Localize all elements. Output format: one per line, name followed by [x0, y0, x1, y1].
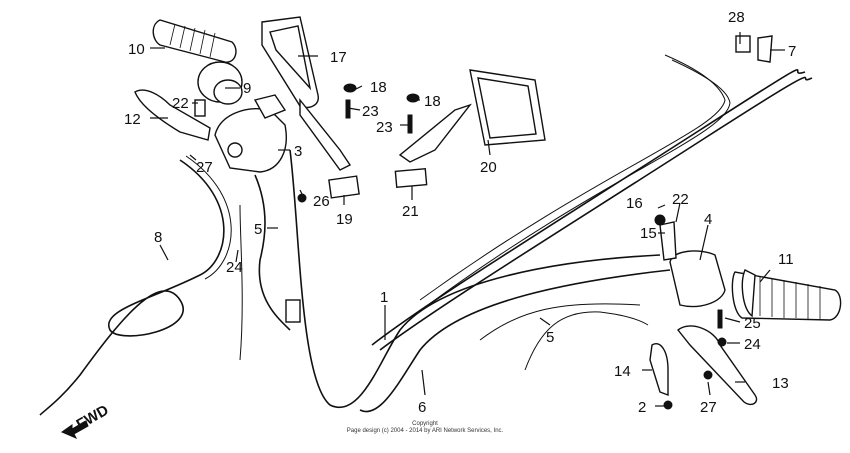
callout-7: 7: [788, 43, 796, 60]
front-brake-cable: [39, 159, 225, 416]
callout-10: 10: [128, 41, 145, 58]
callout-11: 11: [778, 251, 794, 268]
callout-16: 16: [626, 195, 643, 212]
callout-5-right: 5: [546, 329, 554, 346]
callout-15: 15: [640, 225, 657, 242]
wire-6b: [359, 269, 671, 413]
callout-13: 13: [772, 375, 789, 392]
callout-14: 14: [614, 363, 631, 380]
left-lever: [134, 89, 211, 141]
throttle-cable-b: [379, 76, 813, 351]
callout-9: 9: [243, 80, 251, 97]
pivot-bolt-16: [659, 221, 677, 261]
callout-23-left: 23: [362, 103, 379, 120]
front-brake-cable-b: [185, 155, 232, 280]
callout-12: 12: [124, 111, 141, 128]
mirror-left: [261, 16, 352, 171]
callout-26: 26: [313, 193, 330, 210]
callout-8: 8: [154, 229, 162, 246]
callout-22-right: 22: [672, 191, 689, 208]
switch-harness-right: [524, 311, 649, 371]
clutch-cable: [289, 149, 661, 409]
copyright-line2: Page design (c) 2004 - 2014 by ARI Netwo…: [347, 428, 504, 434]
callout-24-left: 24: [226, 259, 243, 276]
bolt-25: [717, 309, 723, 329]
right-grip: [731, 269, 842, 321]
cables: [39, 54, 813, 416]
fwd-label: FWD: [74, 402, 112, 434]
nut-24b: [717, 337, 727, 347]
copyright-line1: Copyright: [412, 421, 438, 427]
callout-1: 1: [380, 289, 388, 306]
callout-28: 28: [728, 9, 745, 26]
switch-harness-left: [254, 174, 291, 331]
left-grip: [152, 19, 243, 105]
right-switch-housing: [654, 214, 726, 308]
fwd-indicator: FWD: [60, 402, 112, 439]
nut-27b: [703, 370, 713, 380]
nut-18b: [406, 93, 420, 103]
bolt-23a: [345, 99, 351, 119]
bolt-28: [735, 35, 751, 53]
grommet-19: [328, 175, 360, 199]
callout-22-left: 22: [172, 95, 189, 112]
callout-21: 21: [402, 203, 419, 220]
callout-18-left: 18: [370, 79, 387, 96]
harness-right-b: [479, 303, 641, 341]
callout-19: 19: [336, 211, 353, 228]
left-switch-housing: [214, 94, 287, 173]
callout-23-right: 23: [376, 119, 393, 136]
connector: [285, 299, 301, 323]
callout-24-right: 24: [744, 336, 761, 353]
leader-lines: [150, 32, 785, 407]
wire-24: [239, 204, 243, 361]
callout-25: 25: [744, 315, 761, 332]
bolt-22-left: [194, 99, 206, 117]
grommet-21: [394, 167, 428, 189]
callout-17: 17: [330, 49, 347, 66]
throttle-cable-a: [371, 69, 806, 346]
callout-18-right: 18: [424, 93, 441, 110]
cable-upper-b: [427, 59, 731, 306]
callout-labels: 10 17 9 22 12 27 3 18 23 18 23 26 19 21 …: [124, 9, 796, 416]
fwd-arrow-icon: [60, 420, 89, 439]
callout-4: 4: [704, 211, 712, 228]
mirror-right: [398, 69, 546, 163]
right-lever: [649, 309, 758, 410]
washer-2: [663, 400, 673, 410]
callout-27-right: 27: [700, 399, 717, 416]
callout-5-left: 5: [254, 221, 262, 238]
bolt-23b: [407, 114, 413, 134]
callout-27-left: 27: [196, 159, 213, 176]
callout-6: 6: [418, 399, 426, 416]
callout-20: 20: [480, 159, 497, 176]
callout-2: 2: [638, 399, 646, 416]
nut-18a: [343, 83, 357, 93]
clamp-7: [757, 35, 773, 63]
bracket-14: [649, 343, 669, 397]
callout-3: 3: [294, 143, 302, 160]
